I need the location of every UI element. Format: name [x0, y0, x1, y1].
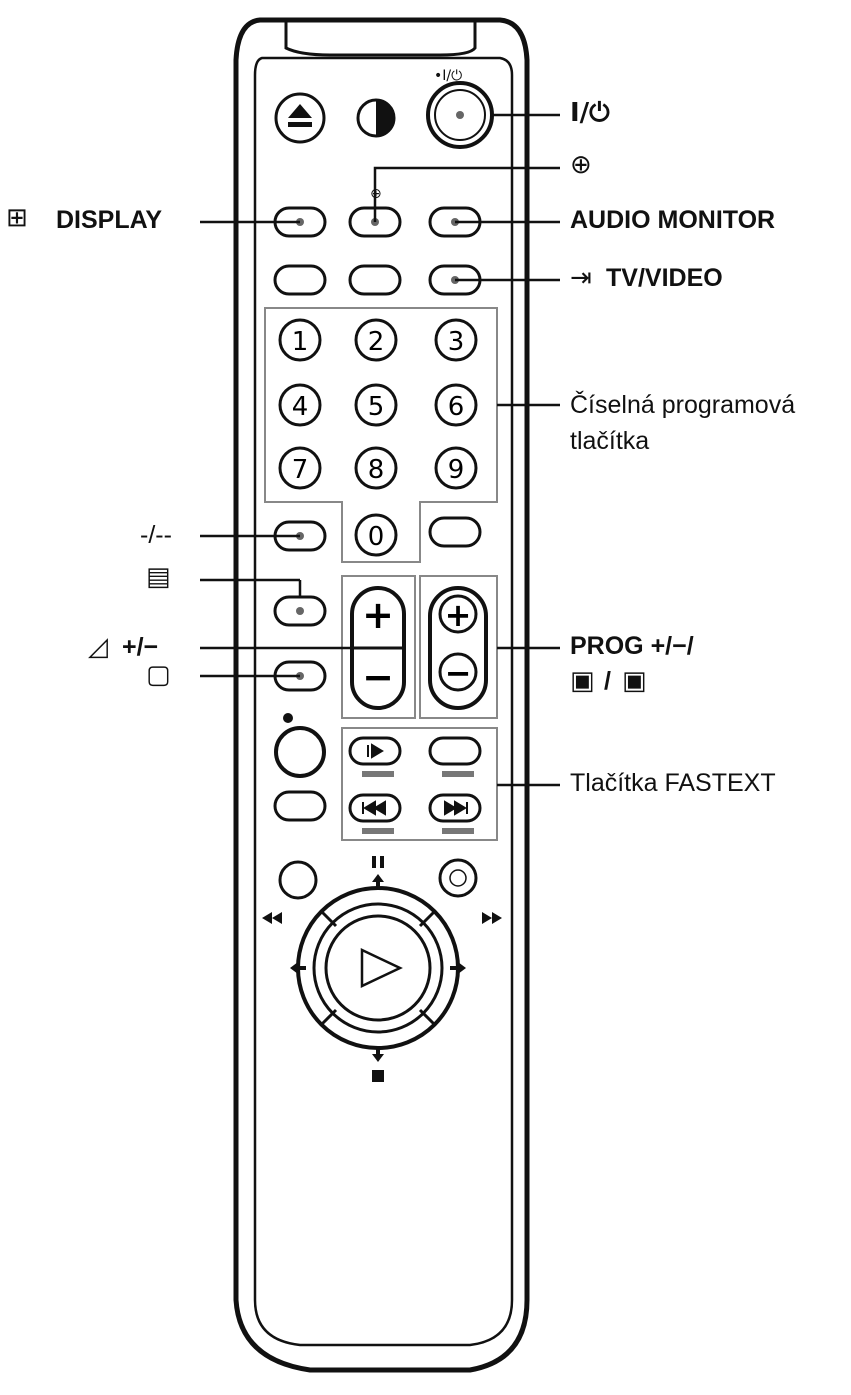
tv-screen-icon: ▢ [146, 660, 171, 690]
svg-text:4: 4 [292, 392, 309, 422]
timer-button[interactable] [438, 858, 478, 898]
volume-minus-icon: − [362, 655, 394, 699]
volume-label: +/− [122, 633, 159, 661]
fastext-color-bar-red [362, 771, 394, 777]
blank-button-4[interactable] [273, 790, 327, 822]
play-button[interactable] [324, 914, 432, 1022]
fastext-prev-button[interactable] [348, 793, 402, 823]
down-arrow-icon [372, 1046, 384, 1062]
number-button-8[interactable]: 8 [354, 446, 398, 490]
number-button-1[interactable]: 1 [278, 318, 322, 362]
volume-plus-icon: + [362, 593, 394, 637]
tv-video-label: TV/VIDEO [606, 264, 723, 292]
prog-label-line1: PROG +/−/ [570, 632, 694, 660]
remote-inner-panel [253, 56, 514, 1347]
display-icon: ⊞ [6, 203, 28, 233]
number-buttons: 1 2 3 4 5 6 7 8 9 0 [278, 318, 478, 557]
power-small-label: •I/⏻ [434, 68, 462, 84]
number-button-6[interactable]: 6 [434, 383, 478, 427]
teletext-button[interactable] [273, 595, 327, 627]
numeric-pad-frame [264, 307, 498, 563]
left-arrow-icon [290, 962, 306, 974]
number-button-0[interactable]: 0 [354, 513, 398, 557]
blank-round-button[interactable] [278, 860, 318, 900]
number-button-9[interactable]: 9 [434, 446, 478, 490]
teletext-down-icon: ▣ [622, 666, 647, 696]
record-dot-icon [283, 713, 293, 723]
volume-rocker[interactable]: + − [350, 586, 406, 710]
svg-text:0: 0 [368, 522, 385, 552]
fastext-play-button[interactable] [348, 736, 402, 766]
audio-monitor-label: AUDIO MONITOR [570, 206, 776, 234]
number-button-7[interactable]: 7 [278, 446, 322, 490]
fastext-color-bar-yellow [362, 828, 394, 834]
leader-lines [200, 113, 560, 787]
numeric-label-line1: Číselná programová [570, 391, 796, 419]
svg-text:3: 3 [448, 327, 465, 357]
prog-rocker[interactable]: + − [428, 586, 488, 710]
record-button[interactable] [274, 726, 326, 778]
rewind-icon [262, 912, 282, 924]
teletext-up-icon: ▣ [570, 666, 595, 696]
fast-forward-icon [482, 912, 502, 924]
picture-label: ⊕ [570, 150, 592, 180]
blank-button-1[interactable] [273, 264, 327, 296]
fastext-color-bar-blue [442, 828, 474, 834]
number-button-5[interactable]: 5 [354, 383, 398, 427]
power-label: I/⏻ [570, 98, 610, 128]
tv-video-input-icon: ⇥ [570, 263, 592, 293]
fastext-label: Tlačítka FASTEXT [570, 769, 776, 797]
fastext-next-button[interactable] [428, 793, 482, 823]
pause-icon [372, 856, 384, 868]
numeric-label-line2: tlačítka [570, 427, 650, 455]
svg-text:9: 9 [448, 455, 465, 485]
volume-triangle-icon: ◿ [88, 632, 108, 662]
stop-icon [372, 1070, 384, 1082]
right-arrow-icon [450, 962, 466, 974]
number-button-3[interactable]: 3 [434, 318, 478, 362]
blank-button-2[interactable] [348, 264, 402, 296]
svg-text:2: 2 [368, 327, 385, 357]
prog-minus-icon: − [445, 654, 472, 692]
input-switch-button[interactable] [356, 98, 396, 138]
svg-text:1: 1 [292, 327, 309, 357]
fastext-blank-button[interactable] [428, 736, 482, 766]
power-button[interactable] [426, 81, 494, 149]
prog-label-line2: / [604, 667, 611, 695]
fastext-color-bar-green [442, 771, 474, 777]
blank-button-3[interactable] [428, 516, 482, 548]
display-label: DISPLAY [56, 206, 163, 234]
up-arrow-icon [372, 874, 384, 890]
number-button-4[interactable]: 4 [278, 383, 322, 427]
svg-text:6: 6 [448, 392, 465, 422]
input-digit-label: -/-- [140, 521, 172, 549]
svg-text:7: 7 [292, 455, 309, 485]
teletext-icon: ▤ [146, 562, 171, 592]
svg-text:8: 8 [368, 455, 385, 485]
eject-button[interactable] [274, 92, 326, 144]
prog-plus-icon: + [445, 596, 472, 634]
number-button-2[interactable]: 2 [354, 318, 398, 362]
svg-text:5: 5 [368, 392, 385, 422]
remote-top-tab [284, 20, 477, 57]
